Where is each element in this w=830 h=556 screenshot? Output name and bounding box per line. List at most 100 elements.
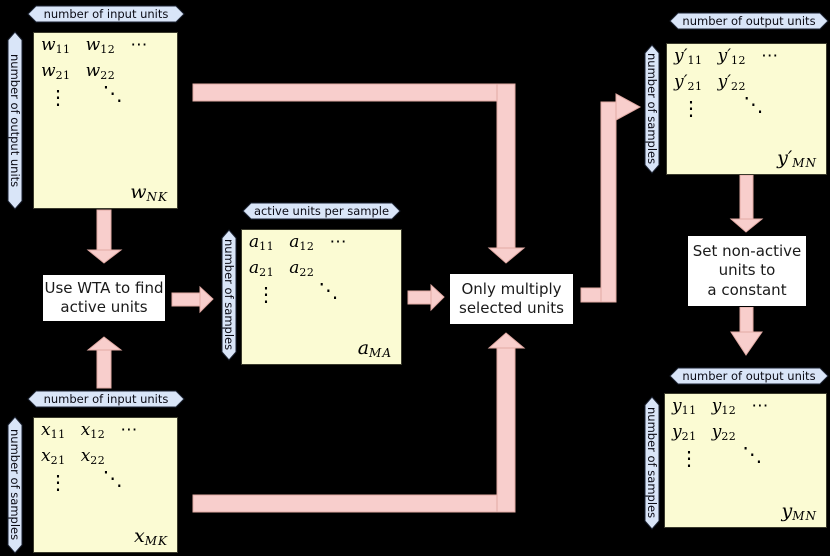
matrix-cell: w21 (41, 61, 71, 82)
matrix-cell: y21 (672, 422, 697, 443)
label-subscript: MN (792, 509, 817, 523)
cell-subscript: 22 (721, 430, 737, 443)
matrix-a: a11 a12 ⋯ a21 a22 ⋮ ⋱ aMA (241, 229, 402, 365)
cell-subscript: 22 (90, 454, 106, 467)
label-subscript: NK (146, 190, 168, 204)
measure-arrow-x-left (7, 416, 23, 554)
matrix-row: y′11 y′ 12 ⋯ (674, 46, 780, 67)
measure-label-w-top: number of input units (43, 7, 169, 21)
measure-label-yprime-top: number of output units (682, 14, 816, 28)
arrow-w-to-multiply (192, 83, 526, 264)
matrix-cell: y12 (711, 396, 737, 417)
cell-base: w (41, 35, 56, 55)
measure-arrow-a-left (221, 229, 237, 361)
measure-label-yprime-left: number of samples (645, 53, 659, 165)
matrix-w: w11 w12 ⋯ w21 w22 ⋮ ⋱ wNK (33, 32, 178, 209)
wta-box: Use WTA to find active units (42, 274, 166, 322)
cell-subscript: 12 (299, 240, 315, 253)
cell-base: y (711, 422, 722, 442)
horizontal-dots: ⋯ (751, 396, 771, 416)
measure-label-y-left: number of samples (645, 407, 659, 519)
cell-subscript: 12 (731, 54, 747, 67)
matrix-cell: y′22 (717, 72, 747, 93)
diagonal-dots: ⋱ (743, 92, 764, 116)
label-base: y (781, 500, 793, 522)
arrow-multiply-to-yprime (580, 93, 642, 303)
cell-subscript: 22 (299, 266, 315, 279)
cell-base: y′ (674, 46, 688, 66)
matrix-cell: y22 (711, 422, 737, 443)
matrix-label: xMK (134, 525, 168, 548)
matrix-label: yMN (781, 500, 817, 523)
matrix-row: y21 y22 (672, 422, 746, 443)
measure-label-w-left: number of output units (8, 53, 22, 188)
matrix-cell: y′11 (674, 46, 702, 67)
horizontal-dots: ⋯ (761, 46, 781, 66)
cell-subscript: 11 (681, 404, 697, 417)
vertical-dots: ⋮ (681, 96, 701, 120)
wta-box-line: Use WTA to find (44, 278, 164, 297)
cell-base: y (672, 396, 682, 416)
matrix-cell: a21 (249, 258, 275, 279)
matrix-y: y11 y12 ⋯ y21 y22 ⋮ ⋱ yMN (664, 393, 827, 528)
matrix-cell: x12 (80, 420, 106, 441)
arrow-wta-to-a (171, 285, 214, 314)
matrix-label: wNK (130, 181, 168, 204)
matrix-row: a21 a 22 (249, 258, 324, 279)
cell-base: x (80, 446, 91, 466)
cell-base: w (85, 61, 101, 81)
diagonal-dots: ⋱ (318, 278, 339, 302)
matrix-yprime: y′11 y′12 ⋯ y′21 y′22 ⋮ ⋱ y′MN (666, 43, 827, 175)
cell-base: x (41, 446, 51, 466)
cell-base: x (41, 420, 51, 440)
matrix-cell: a12 (289, 232, 315, 253)
vertical-dots: ⋮ (48, 85, 68, 109)
matrix-row: x11 x12 ⋯ (41, 420, 139, 441)
cell-base: y′ (674, 72, 688, 92)
vertical-dots: ⋮ (48, 470, 68, 494)
cell-base: y (672, 422, 682, 442)
set-constant-box: Set non-active units to a constant (687, 235, 807, 307)
cell-subscript: 11 (55, 43, 71, 56)
wta-box-line: active units (60, 298, 148, 316)
label-subscript: MN (792, 156, 817, 170)
cell-base: x (80, 420, 91, 440)
matrix-cell: w12 (86, 35, 116, 56)
matrix-cell: y′21 (674, 72, 702, 93)
cell-base: a (249, 258, 260, 278)
diagonal-dots: ⋱ (742, 442, 763, 466)
cell-subscript: 12 (90, 428, 106, 441)
measure-arrow-yprime-left (644, 44, 660, 174)
measure-label-x-top: number of input units (43, 392, 169, 406)
measure-label-a-left: number of samples (222, 239, 236, 351)
matrix-cell: a11 (249, 232, 274, 253)
cell-subscript: 12 (100, 43, 116, 56)
cell-subscript: 22 (731, 80, 747, 93)
cell-subscript: 11 (50, 428, 66, 441)
vertical-dots: ⋮ (256, 282, 276, 306)
cell-base: y′ (717, 72, 732, 92)
vertical-dots: ⋮ (679, 446, 699, 470)
multiply-box-line: Only multiply (461, 279, 562, 298)
cell-base: y (711, 396, 722, 416)
cell-base: a (289, 232, 300, 252)
horizontal-dots: ⋯ (329, 232, 349, 252)
matrix-row: y′21 y′22 (674, 72, 756, 93)
measure-arrow-y-left (644, 396, 660, 530)
cell-subscript: 21 (55, 69, 71, 82)
matrix-cell: y11 (672, 396, 697, 417)
arrow-a-to-multiply (407, 283, 445, 312)
cell-subscript: 21 (259, 266, 275, 279)
label-base: a (357, 337, 370, 359)
set-constant-box-line: a constant (707, 280, 787, 299)
measure-arrow-w-top (27, 5, 185, 23)
cell-base: a (249, 232, 260, 252)
cell-subscript: 12 (721, 404, 737, 417)
multiply-box: Only multiply selected units (449, 273, 574, 325)
set-constant-box-line: Set non-active (692, 242, 802, 261)
matrix-label: aMA (358, 337, 392, 360)
label-subscript: MA (369, 346, 392, 360)
measure-arrow-yprime-top (669, 12, 829, 30)
